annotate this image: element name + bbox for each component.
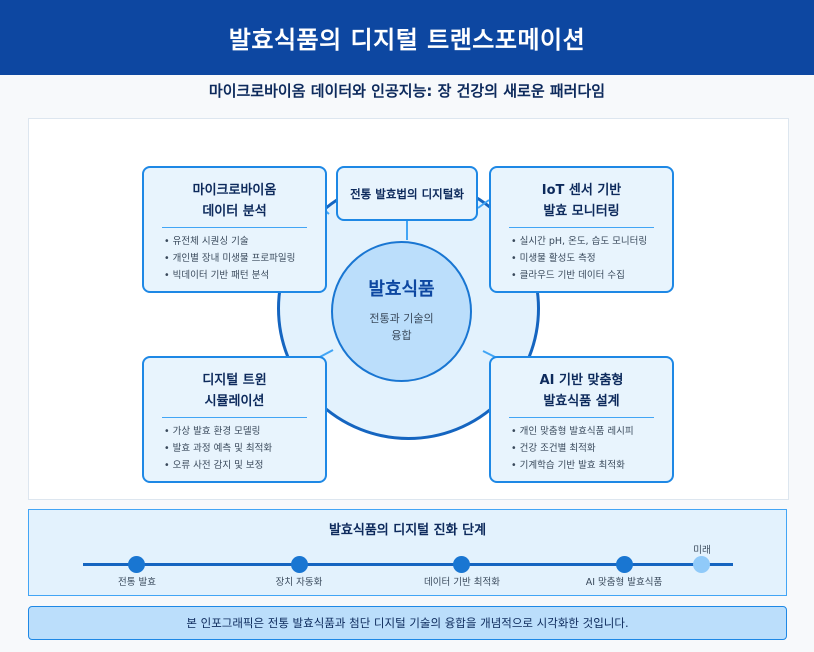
core-circle: 발효식품 전통과 기술의 융합 [331, 241, 472, 382]
card-ai-design: AI 기반 맞춤형 발효식품 설계 개인 맞춤형 발효식품 레시피 건강 조건별… [489, 356, 674, 483]
card-microbiome-title-line2: 데이터 분석 [202, 204, 267, 219]
card-iot-title-line2: 발효 모니터링 [543, 204, 620, 219]
card-traditional-label: 전통 발효법의 디지털화 [350, 186, 464, 201]
timeline-stage-label: 데이터 기반 최적화 [424, 577, 500, 588]
list-item: 가상 발효 환경 모델링 [164, 423, 272, 440]
card-iot-list: 실시간 pH, 온도, 습도 모니터링 미생물 활성도 측정 클라우드 기반 데… [511, 233, 647, 284]
timeline-dot-future [693, 556, 710, 573]
card-microbiome-title-line1: 마이크로바이옴 [192, 183, 277, 198]
timeline-dot-ai [616, 556, 633, 573]
list-item: 발효 과정 예측 및 최적화 [164, 440, 272, 457]
card-ai-list: 개인 맞춤형 발효식품 레시피 건강 조건별 최적화 기계학습 기반 발효 최적… [511, 423, 634, 474]
timeline-dot-data [453, 556, 470, 573]
list-item: 미생물 활성도 측정 [511, 250, 647, 267]
list-item: 빅데이터 기반 패턴 분석 [164, 267, 295, 284]
card-microbiome: 마이크로바이옴 데이터 분석 유전체 시퀀싱 기술 개인별 장내 미생물 프로파… [142, 166, 327, 293]
timeline-stage-label: AI 맞춤형 발효식품 [585, 577, 663, 588]
card-iot: IoT 센서 기반 발효 모니터링 실시간 pH, 온도, 습도 모니터링 미생… [489, 166, 674, 293]
timeline-title: 발효식품의 디지털 진화 단계 [328, 523, 487, 538]
timeline-dot-automation [291, 556, 308, 573]
connector-top-right [477, 199, 490, 209]
list-item: 오류 사전 감지 및 보정 [164, 457, 272, 474]
card-microbiome-list: 유전체 시퀀싱 기술 개인별 장내 미생물 프로파일링 빅데이터 기반 패턴 분… [164, 233, 296, 284]
list-item: 개인별 장내 미생물 프로파일링 [164, 250, 296, 267]
card-ai-title-line1: AI 기반 맞춤형 [539, 373, 624, 388]
list-item: 유전체 시퀀싱 기술 [164, 233, 295, 250]
card-twin-title-line1: 디지털 트윈 [202, 373, 267, 388]
list-item: 클라우드 기반 데이터 수집 [511, 267, 647, 284]
core-subtitle-line1: 전통과 기술의 [369, 312, 434, 325]
card-iot-title: IoT 센서 기반 발효 모니터링 [491, 180, 672, 222]
card-ai-title-line2: 발효식품 설계 [543, 394, 620, 409]
core-subtitle: 전통과 기술의 융합 [333, 310, 470, 344]
card-divider [162, 227, 307, 228]
card-divider [509, 227, 654, 228]
footer-note: 본 인포그래픽은 전통 발효식품과 첨단 디지털 기술의 융합을 개념적으로 시… [28, 606, 787, 640]
core-title: 발효식품 [368, 279, 435, 300]
list-item: 건강 조건별 최적화 [511, 440, 634, 457]
page-subtitle: 마이크로바이옴 데이터와 인공지능: 장 건강의 새로운 패러다임 [208, 82, 606, 100]
card-iot-title-line1: IoT 센서 기반 [541, 183, 622, 198]
card-divider [162, 417, 307, 418]
timeline-line [83, 563, 733, 566]
card-microbiome-title: 마이크로바이옴 데이터 분석 [144, 180, 325, 222]
card-digital-twin: 디지털 트윈 시뮬레이션 가상 발효 환경 모델링 발효 과정 예측 및 최적화… [142, 356, 327, 483]
card-ai-title: AI 기반 맞춤형 발효식품 설계 [491, 370, 672, 412]
footer-note-text: 본 인포그래픽은 전통 발효식품과 첨단 디지털 기술의 융합을 개념적으로 시… [186, 616, 629, 630]
timeline-panel: 발효식품의 디지털 진화 단계 전통 발효 장치 자동화 데이터 기반 최적화 … [28, 509, 787, 596]
card-traditional-digitalization: 전통 발효법의 디지털화 [336, 166, 478, 221]
timeline-stage-label: 전통 발효 [118, 577, 156, 588]
card-twin-list: 가상 발효 환경 모델링 발효 과정 예측 및 최적화 오류 사전 감지 및 보… [164, 423, 272, 474]
card-twin-title-line2: 시뮬레이션 [204, 394, 265, 409]
timeline-stage-label: 장치 자동화 [275, 577, 323, 588]
list-item: 실시간 pH, 온도, 습도 모니터링 [511, 233, 647, 250]
list-item: 기계학습 기반 발효 최적화 [511, 457, 634, 474]
timeline-dot-traditional [128, 556, 145, 573]
list-item: 개인 맞춤형 발효식품 레시피 [511, 423, 634, 440]
page-header: 발효식품의 디지털 트랜스포메이션 [0, 0, 814, 75]
card-twin-title: 디지털 트윈 시뮬레이션 [144, 370, 325, 412]
card-divider [509, 417, 654, 418]
core-subtitle-line2: 융합 [391, 329, 412, 342]
page-title: 발효식품의 디지털 트랜스포메이션 [228, 26, 586, 54]
timeline-future-label: 미래 [693, 545, 711, 556]
